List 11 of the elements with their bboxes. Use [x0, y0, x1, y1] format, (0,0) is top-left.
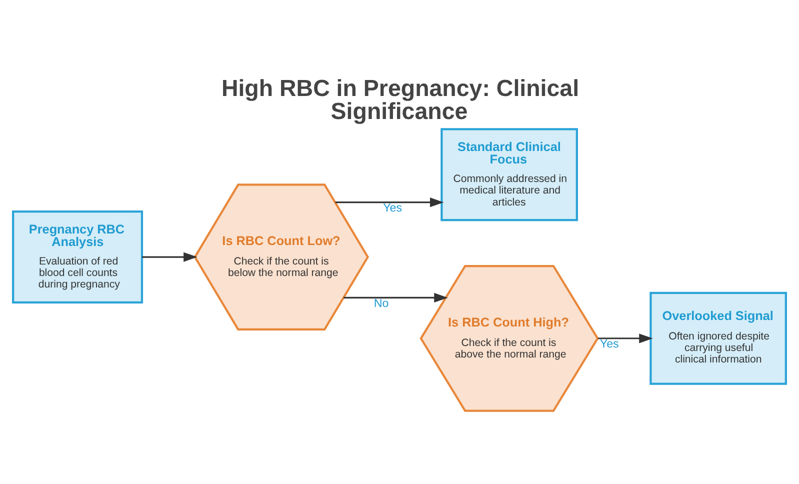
edge-label: Yes — [383, 201, 402, 214]
edge-label: No — [374, 296, 389, 310]
edge-label: Yes — [600, 337, 619, 350]
node-box: Standard Clinical Focus Commonly addressed in medical literature and articles — [440, 128, 578, 221]
arrow — [598, 333, 653, 343]
node-box: Overlooked Signal Often ignored despite carrying useful clinical information — [650, 291, 787, 384]
arrow — [344, 292, 448, 302]
diagram-title: High RBC in Pregnancy: Clinical Significance — [221, 74, 580, 124]
node-box: Pregnancy RBC Analysis Evaluation of red blood cell counts during pregnancy — [12, 210, 144, 304]
arrow — [335, 197, 444, 207]
arrow — [142, 252, 198, 262]
